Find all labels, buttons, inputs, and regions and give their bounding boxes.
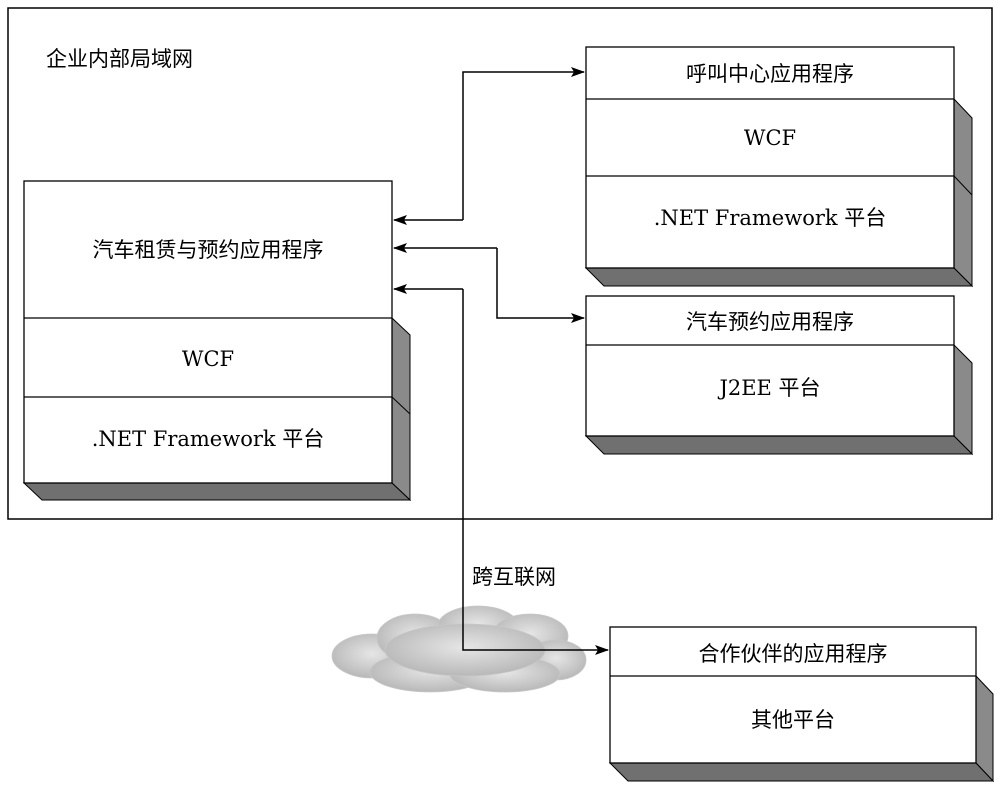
reservation-title: 汽车预约应用程序: [686, 310, 854, 334]
partner-box: 合作伙伴的应用程序 其他平台: [608, 626, 995, 783]
cloud-icon: [331, 605, 587, 693]
partner-title: 合作伙伴的应用程序: [699, 642, 888, 666]
call-center-box: 呼叫中心应用程序 WCF .NET Framework 平台: [584, 46, 974, 288]
partner-platform-layer: 其他平台: [751, 708, 835, 732]
connector-reservation: [496, 248, 585, 323]
lan-boundary: [7, 7, 993, 520]
connector-call-center: [462, 67, 585, 220]
reservation-box: 汽车预约应用程序 J2EE 平台: [584, 295, 974, 456]
main-app-wcf-layer: WCF: [182, 347, 234, 371]
call-center-wcf-layer: WCF: [744, 126, 796, 150]
main-app-title: 汽车租赁与预约应用程序: [93, 238, 324, 262]
call-center-platform-layer: .NET Framework 平台: [654, 206, 887, 230]
main-app-platform-layer: .NET Framework 平台: [92, 427, 325, 451]
reservation-platform-layer: J2EE 平台: [717, 376, 820, 400]
call-center-title: 呼叫中心应用程序: [686, 62, 854, 86]
internet-label: 跨互联网: [472, 565, 556, 589]
lan-label: 企业内部局域网: [46, 47, 193, 71]
connector-partner: [462, 289, 609, 655]
main-app-box: 汽车租赁与预约应用程序 WCF .NET Framework 平台: [22, 180, 412, 502]
